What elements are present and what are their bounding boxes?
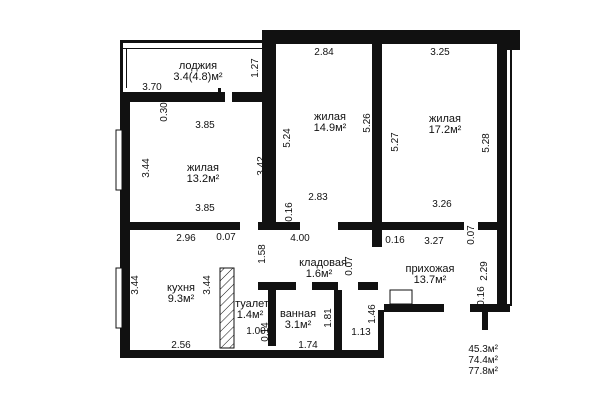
wall-toilet-bath: [268, 290, 276, 346]
wall-living1-living2: [372, 44, 382, 224]
dimension-label: 1.58: [257, 244, 268, 264]
room-area-kitchen: 9.3м²: [168, 293, 195, 305]
wall-storage-right: [358, 282, 378, 290]
dimension-label: 1.27: [250, 58, 261, 78]
wall-hall-bottom-right: [470, 304, 510, 312]
room-area-loggia: 3.4(4.8)м²: [173, 71, 222, 83]
wall-storage-left: [258, 282, 296, 290]
dimension-label: 3.44: [202, 275, 213, 295]
wall-bath-storage: [334, 290, 342, 350]
room-area-toilet: 1.4м²: [237, 309, 264, 321]
wall-living3-kitchen: [120, 222, 240, 230]
window-left-2: [115, 267, 123, 329]
dimension-label: 2.96: [176, 233, 196, 244]
dimension-label: 0.07: [466, 225, 477, 245]
dimension-label: 5.27: [390, 132, 401, 152]
dimension-label: 3.26: [432, 199, 452, 210]
wall-loggia-living1: [262, 30, 276, 225]
dimension-label: 2.84: [314, 47, 334, 58]
dimension-label: 2.56: [171, 340, 191, 351]
total-area: 74.4м²: [468, 355, 498, 366]
dimension-label: 1.46: [367, 304, 378, 324]
room-area-living3: 13.2м²: [187, 173, 220, 185]
room-name-storage: кладовая: [299, 257, 347, 269]
dimension-label: 0.16: [385, 235, 405, 246]
room-name-hall: прихожая: [405, 263, 454, 275]
dimension-label: 1.81: [323, 308, 334, 328]
dimension-label: 0.16: [476, 286, 487, 306]
dimension-label: 0.07: [344, 256, 355, 276]
window-left-1: [115, 129, 123, 191]
room-name-loggia: лоджия: [179, 60, 217, 72]
outer-wall-right-thin: [510, 44, 512, 306]
room-name-living3: жилая: [187, 162, 219, 174]
room-area-bath: 3.1м²: [285, 319, 312, 331]
wall-hall-bottom: [384, 304, 444, 312]
dimension-label: 3.70: [142, 82, 162, 93]
wall-living3-top: [120, 92, 225, 102]
outer-wall-top: [262, 30, 506, 44]
wall-storage-mid: [312, 282, 338, 290]
room-area-living1: 14.9м²: [314, 122, 347, 134]
wall-bath-right: [378, 310, 384, 356]
dimension-label: 3.85: [195, 203, 215, 214]
loggia-wall: [126, 48, 127, 88]
wall-living2-stub: [372, 222, 382, 247]
dimension-label: 3.25: [430, 47, 450, 58]
dimensions: 2.84 3.25 3.70 3.85 2.83 3.85 3.26 2.96 …: [130, 47, 492, 351]
wall-hall-right: [478, 222, 500, 230]
dimension-label: 0.16: [284, 202, 295, 222]
loggia-wall: [123, 48, 263, 49]
room-area-storage: 1.6м²: [306, 268, 333, 280]
outer-wall-right: [497, 44, 507, 306]
room-name-bath: ванная: [280, 308, 316, 320]
dimension-label: 1.74: [298, 340, 318, 351]
ventilation-duct: [219, 267, 235, 349]
dimension-label: 4.00: [290, 233, 310, 244]
dimension-label: 5.26: [362, 113, 373, 133]
room-name-kitchen: кухня: [167, 282, 195, 294]
wall-living3-top-right: [232, 92, 276, 102]
wall-living2-bottom: [382, 222, 464, 230]
total-area-with-loggia: 77.8м²: [468, 366, 498, 377]
dimension-label: 3.44: [141, 158, 152, 178]
dimension-label: 3.27: [424, 236, 444, 247]
dimension-label: 3.44: [130, 275, 141, 295]
outer-wall-bottom: [120, 350, 384, 358]
dimension-label: 5.28: [481, 133, 492, 153]
wall-corridor-mid: [338, 222, 374, 230]
dimension-label: 2.83: [308, 192, 328, 203]
room-name-living1: жилая: [314, 111, 346, 123]
entrance-door-frame: [482, 312, 488, 330]
dimension-label: 0.14: [260, 322, 271, 342]
room-area-living2: 17.2м²: [429, 124, 462, 136]
area-totals: 45.3м² 74.4м² 77.8м²: [468, 344, 498, 377]
total-living-area: 45.3м²: [468, 344, 498, 355]
dimension-label: 2.29: [479, 261, 490, 281]
room-name-living2: жилая: [429, 113, 461, 125]
entry-step: [389, 289, 413, 305]
room-area-hall: 13.7м²: [414, 274, 447, 286]
dimension-label: 0.07: [216, 232, 236, 243]
door-swing-living3: [218, 88, 221, 102]
loggia-wall: [120, 40, 123, 92]
dimension-label: 3.42: [256, 156, 267, 176]
dimension-label: 3.85: [195, 120, 215, 131]
room-labels: лоджия 3.4(4.8)м² жилая 14.9м² жилая 17.…: [167, 60, 462, 331]
dimension-label: 1.00: [246, 326, 266, 337]
dimension-label: 0.30: [159, 102, 170, 122]
room-name-toilet: туалет: [235, 298, 269, 310]
wall-living3-corridor: [258, 222, 300, 230]
walls: [115, 30, 520, 358]
dimension-label: 5.24: [282, 128, 293, 148]
dimension-label: 1.13: [351, 327, 371, 338]
loggia-wall: [123, 40, 263, 43]
